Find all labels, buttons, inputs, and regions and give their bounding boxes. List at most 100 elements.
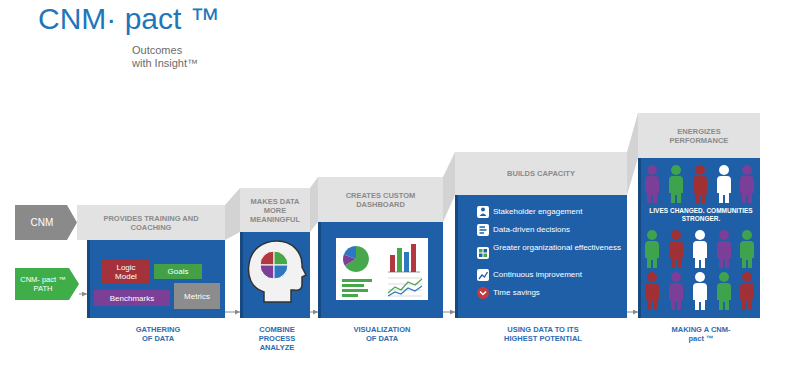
grid-glyph <box>479 254 483 258</box>
chart-bar <box>342 294 358 297</box>
chevron-glyph <box>480 292 486 295</box>
flow-arrow <box>627 312 638 313</box>
flow-arrow <box>310 312 318 313</box>
figure-head <box>695 272 705 282</box>
document-glyph <box>480 227 487 233</box>
path-arrow: CNM- pact ™ PATH <box>15 268 79 300</box>
step-band: ENERGIZES PERFORMANCE <box>638 113 760 158</box>
head-icon <box>249 241 306 302</box>
chart-bar <box>411 244 416 272</box>
metrics-box: Metrics <box>174 283 220 309</box>
chart-bar <box>390 255 395 272</box>
stage-caption: USING DATA TO ITS HIGHEST POTENTIAL <box>493 325 593 343</box>
icon-tile <box>477 224 489 236</box>
grid-glyph <box>484 249 488 253</box>
benefit-item: Time savings <box>493 288 621 298</box>
arrow-fill <box>15 268 79 300</box>
figure-body <box>740 283 754 310</box>
time-icon <box>477 287 489 299</box>
figure-body <box>717 241 731 268</box>
person-glyph <box>480 214 487 217</box>
step-label: MAKES DATA MORE MEANINGFUL <box>246 197 304 224</box>
person-figure <box>740 230 754 268</box>
figure-head <box>695 230 705 240</box>
box-label: Benchmarks <box>110 294 154 303</box>
logic-model-box: Logic Model <box>102 260 150 284</box>
dashboard-card <box>336 238 428 300</box>
figure-body <box>693 241 707 268</box>
figure-body <box>669 176 683 203</box>
arrow-label: CNM <box>31 217 54 229</box>
step-band: MAKES DATA MORE MEANINGFUL <box>240 188 310 232</box>
step-band: BUILDS CAPACITY <box>455 152 627 195</box>
puzzle-piece <box>274 251 288 265</box>
benefit-icons <box>477 206 489 299</box>
grid-glyph <box>484 254 488 258</box>
figure-body <box>717 176 731 203</box>
step-riser <box>627 113 638 195</box>
person-figure <box>645 230 659 268</box>
grid-glyph <box>479 249 483 253</box>
slogan-text: LIVES CHANGED. COMMUNITIES STRONGER. <box>649 207 753 223</box>
figure-body <box>740 241 754 268</box>
icon-tile <box>477 206 489 218</box>
figure-body <box>645 283 659 310</box>
person-figure <box>669 165 683 203</box>
step-riser <box>443 152 455 222</box>
puzzle-piece <box>260 265 274 279</box>
figure-body <box>693 176 707 203</box>
stage-caption: GATHERING OF DATA <box>130 325 186 343</box>
chart-bar <box>342 289 368 292</box>
chart-bar <box>342 284 364 287</box>
person-figure <box>693 272 707 310</box>
goals-box: Goals <box>154 264 202 279</box>
figure-body <box>717 283 731 310</box>
stage-caption: VISUALIZATION OF DATA <box>350 325 414 343</box>
chart-grid <box>388 278 422 296</box>
figure-head <box>742 230 752 240</box>
chart-bar <box>397 248 402 272</box>
box-label: Logic Model <box>105 263 147 281</box>
person-figure <box>740 165 754 203</box>
person-figure <box>717 165 731 203</box>
figure-head <box>695 165 705 175</box>
puzzle-piece <box>274 265 288 279</box>
diagram-title: CNM· pact ™ <box>38 2 220 36</box>
person-figure <box>717 230 731 268</box>
icon-tile <box>477 247 489 259</box>
icon-tile <box>477 269 489 281</box>
figure-body <box>645 241 659 268</box>
figure-head <box>671 230 681 240</box>
person-figure <box>669 230 683 268</box>
person-figure <box>740 272 754 310</box>
chart-bar <box>404 252 409 272</box>
cnm-arrow: CNM <box>15 205 77 240</box>
figure-body <box>693 283 707 310</box>
chart-bar <box>342 279 372 282</box>
figure-body <box>669 241 683 268</box>
benefit-item: Data-driven decisions <box>493 225 621 235</box>
stage-caption: MAKING A CNM- pact ™ <box>671 325 731 343</box>
person-figure <box>645 272 659 310</box>
step-band: CREATES CUSTOM DASHBOARD <box>318 177 443 222</box>
flow-arrow <box>79 294 87 295</box>
person-glyph <box>481 208 485 212</box>
step-label: PROVIDES TRAINING AND COACHING <box>101 214 201 232</box>
person-figure <box>693 165 707 203</box>
step-label: BUILDS CAPACITY <box>507 169 575 178</box>
benchmarks-box: Benchmarks <box>94 290 170 306</box>
box-label: Metrics <box>184 292 210 301</box>
head-outline <box>249 241 306 302</box>
person-figure <box>717 272 731 310</box>
figure-head <box>671 272 681 282</box>
step-riser <box>310 177 318 232</box>
step-band: PROVIDES TRAINING AND COACHING <box>77 205 225 240</box>
arrow-label: CNM- pact ™ PATH <box>16 275 70 293</box>
person-figure <box>669 272 683 310</box>
step-label: CREATES CUSTOM DASHBOARD <box>336 191 426 209</box>
chart-line <box>388 286 422 296</box>
arrow-fill <box>15 205 77 240</box>
dashboard-icon <box>336 238 428 300</box>
person-figure <box>645 165 659 203</box>
